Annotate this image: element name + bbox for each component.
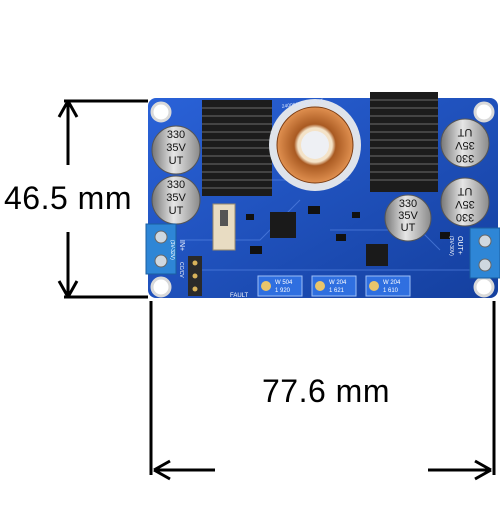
height-dimension (57, 99, 148, 299)
terminal-block-output (469, 227, 500, 279)
mount-hole (150, 276, 172, 298)
svg-text:W 204: W 204 (329, 280, 347, 286)
heatsink-right (370, 92, 438, 192)
svg-text:1 920: 1 920 (275, 288, 291, 294)
svg-text:W 504: W 504 (275, 280, 293, 286)
capacitor: 330 35V UT (440, 118, 490, 168)
svg-text:W 204: W 204 (383, 280, 401, 286)
svg-text:UT: UT (457, 126, 472, 138)
mount-hole (473, 101, 495, 123)
potentiometer: W 504 1 920 (257, 275, 303, 297)
svg-text:UT: UT (169, 205, 184, 217)
capacitor: 330 35V UT (151, 175, 201, 225)
svg-text:35V: 35V (455, 139, 475, 151)
width-dimension (149, 301, 496, 481)
arrow-up-icon (57, 100, 79, 118)
capacitor: 330 35V UT (440, 177, 490, 227)
arrow-down-icon (57, 280, 79, 298)
svg-text:330: 330 (167, 129, 185, 141)
ic-chip (366, 244, 388, 266)
pin-header (188, 256, 202, 296)
inductor-coil: 2400965-12-00115 (269, 98, 361, 191)
capacitor: 330 35V UT (151, 125, 201, 175)
arrow-right-icon (474, 459, 492, 481)
capacitor: 330 35V UT (384, 194, 432, 242)
svg-text:UT: UT (169, 155, 184, 167)
in-label: IN+ (178, 240, 185, 251)
svg-text:1 621: 1 621 (329, 288, 345, 294)
out-label: OUT+ (456, 236, 463, 255)
pcb-code: 2400965-12-00115 (281, 98, 324, 110)
height-label: 46.5 mm (4, 180, 132, 216)
out-range: (3V-30V) (448, 236, 454, 256)
mount-hole (150, 101, 172, 123)
in-range: (3V-32V) (169, 240, 175, 260)
svg-text:330: 330 (399, 198, 417, 210)
ic-chip (270, 212, 296, 238)
fault-label: FAULT (230, 293, 249, 299)
arrow-left-icon (153, 459, 171, 481)
heatsink-left (202, 100, 272, 196)
terminal-block-input (145, 223, 177, 275)
svg-text:330: 330 (167, 179, 185, 191)
svg-text:35V: 35V (455, 198, 475, 210)
svg-text:UT: UT (457, 185, 472, 197)
svg-text:UT: UT (401, 222, 416, 234)
potentiometer: W 204 1 610 (365, 275, 411, 297)
svg-text:35V: 35V (398, 210, 418, 222)
switch (212, 203, 236, 251)
mount-hole (473, 276, 495, 298)
svg-text:35V: 35V (166, 192, 186, 204)
svg-text:330: 330 (456, 211, 474, 223)
width-label: 77.6 mm (262, 373, 390, 409)
cc-label: CC/CV (178, 262, 184, 278)
svg-text:35V: 35V (166, 142, 186, 154)
svg-text:330: 330 (456, 152, 474, 164)
potentiometer: W 204 1 621 (311, 275, 357, 297)
svg-text:1 610: 1 610 (383, 288, 399, 294)
